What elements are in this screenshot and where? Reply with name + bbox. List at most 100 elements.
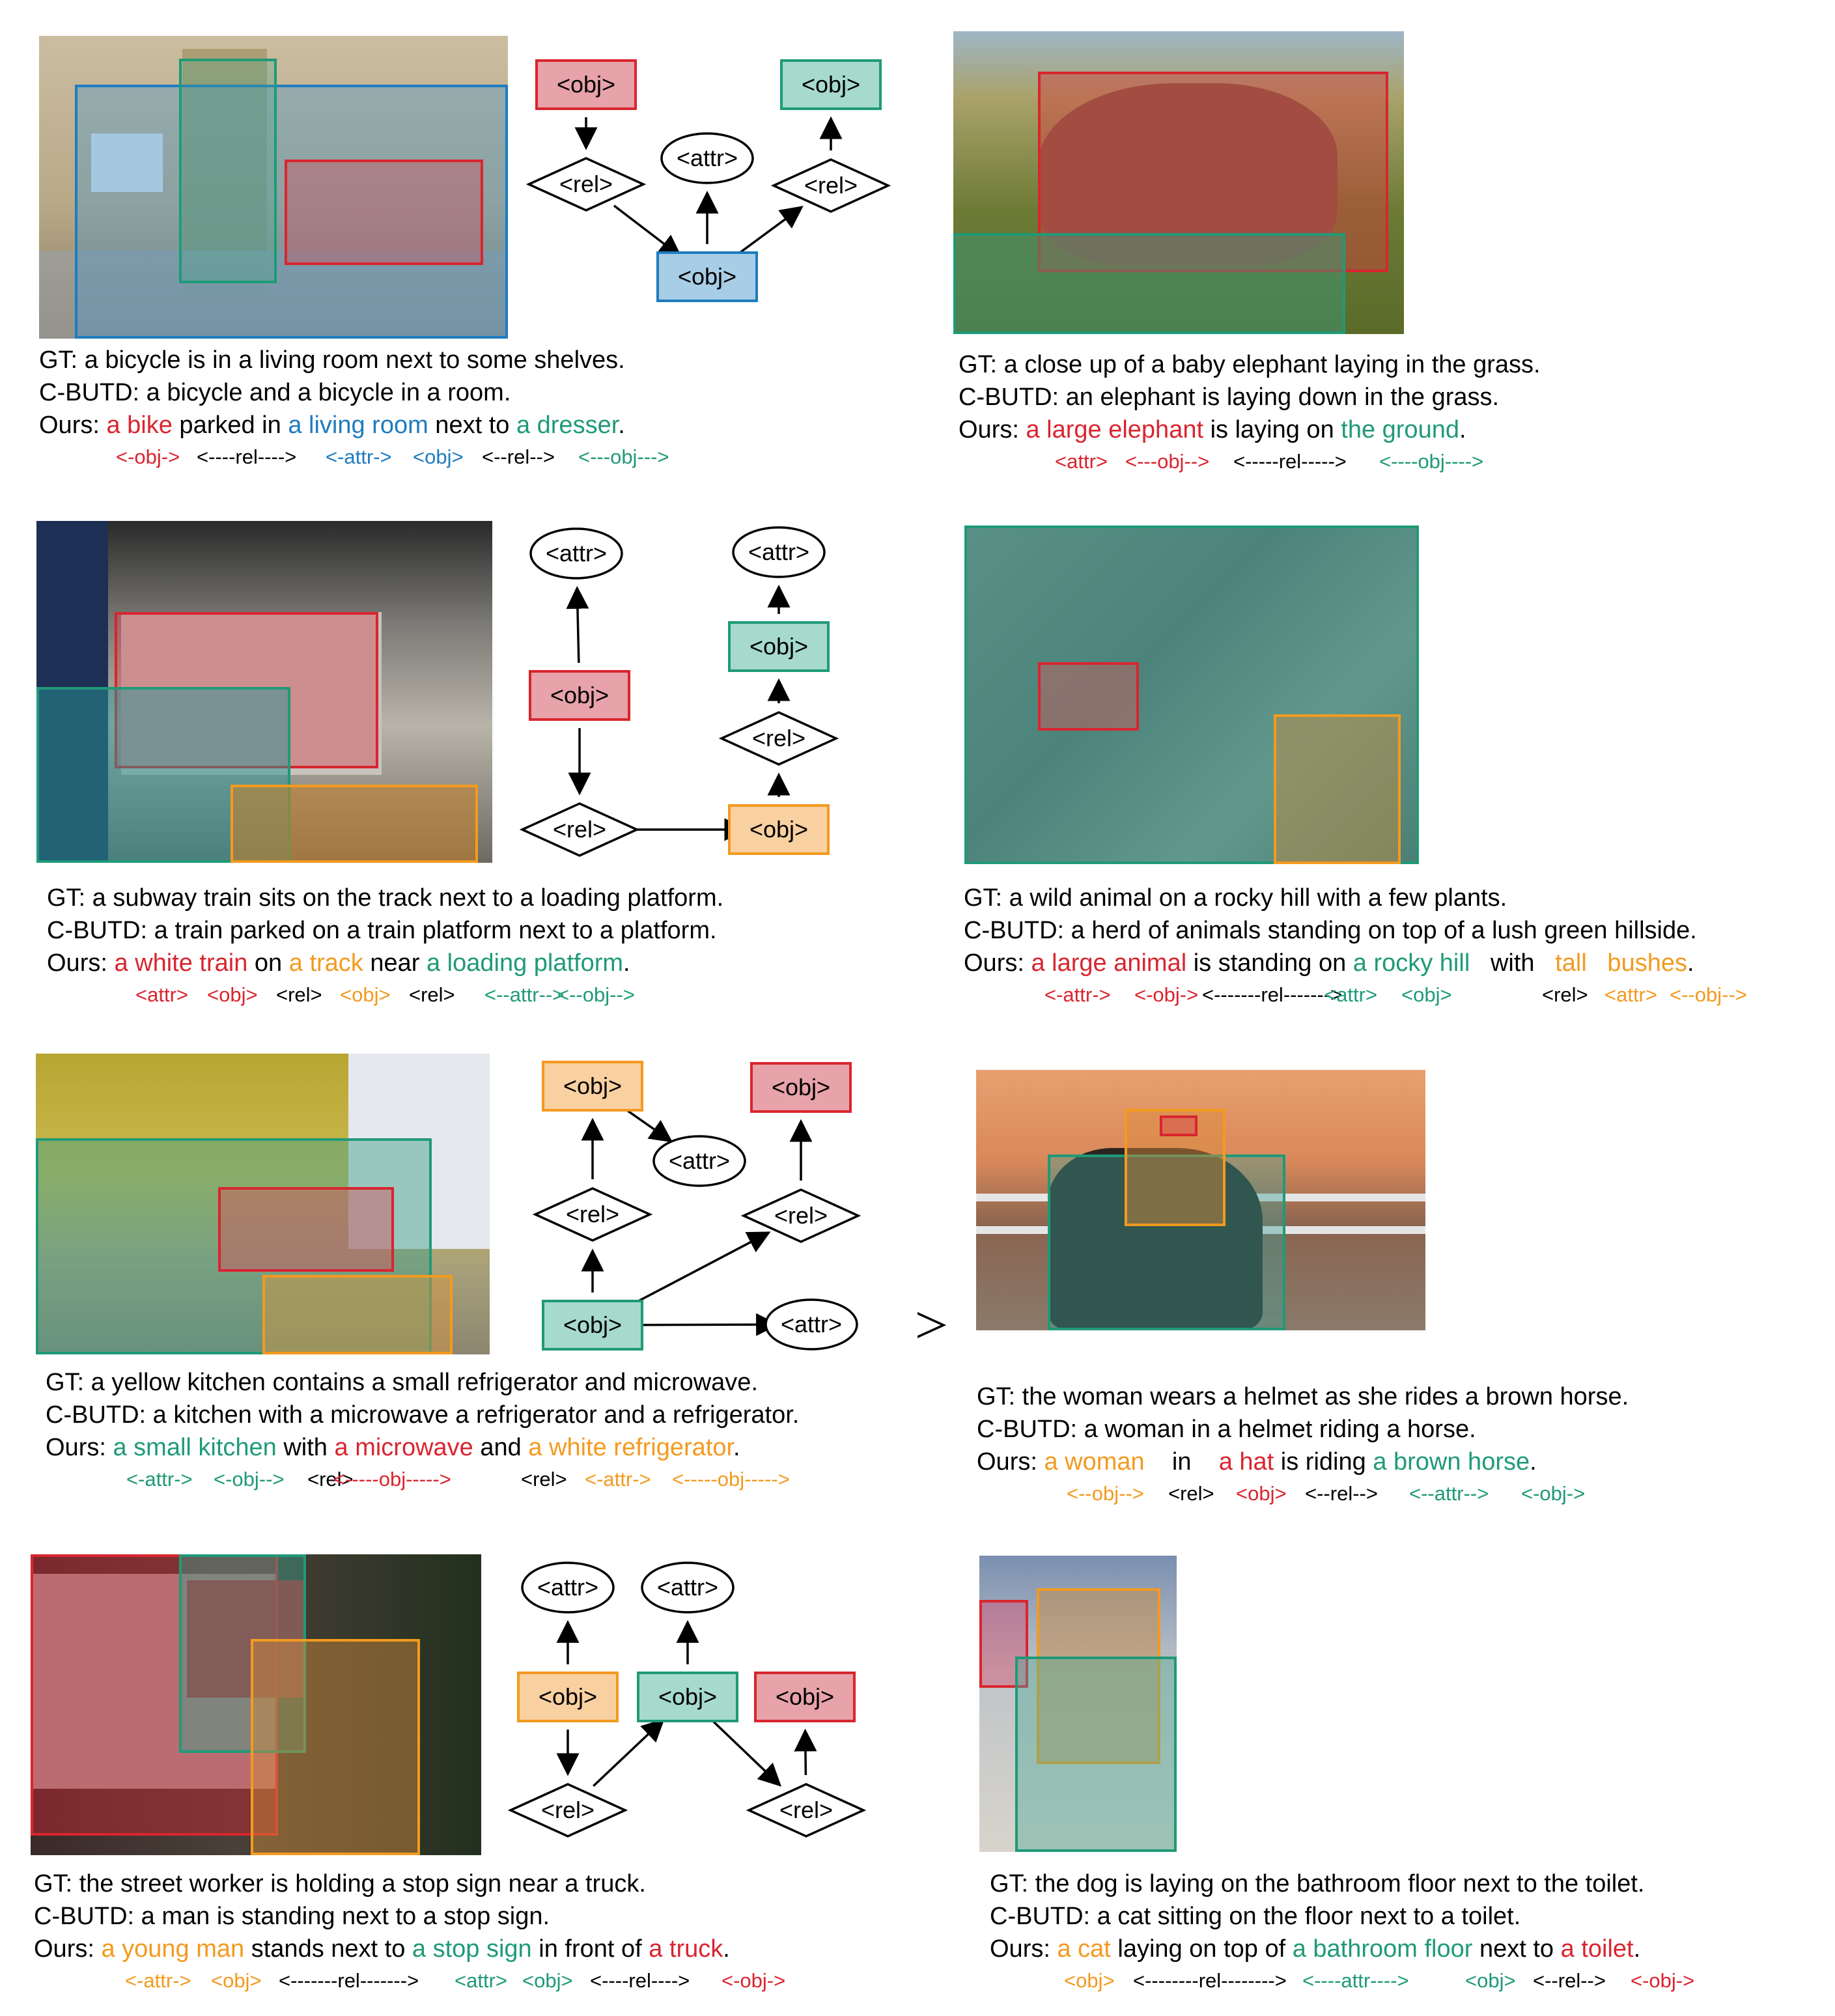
photo-kitchen <box>36 1054 490 1354</box>
token-tag: <-obj--> <box>214 1468 285 1491</box>
graph-node-shape <box>754 1672 856 1722</box>
photo-subway <box>36 521 492 863</box>
caption-gt: GT: a wild animal on a rocky hill with a… <box>964 884 1507 912</box>
caption-ours-span: a white refrigerator <box>528 1434 734 1461</box>
graph-node-shape <box>660 132 754 184</box>
graph-node-label: <attr> <box>537 1574 598 1601</box>
graph-node-shape <box>764 1298 858 1351</box>
scene-graph: <obj><rel><attr><obj><rel><obj> <box>525 59 891 302</box>
graph-node-shape <box>529 527 623 580</box>
caption-ours-span: a truck <box>649 1935 723 1963</box>
graph-node-label: <rel> <box>774 1202 828 1229</box>
graph-node-label: <obj> <box>772 1074 830 1100</box>
graph-node-shape <box>525 157 647 212</box>
graph-node-shape <box>519 802 640 857</box>
bbox-orange <box>1274 714 1401 864</box>
graph-node-attr: <attr> <box>521 1561 615 1614</box>
graph-node-obj: <obj> <box>542 1061 643 1112</box>
graph-node-shape <box>732 526 826 578</box>
photo-rocky-hill <box>964 525 1419 864</box>
graph-node-attr: <attr> <box>660 132 754 184</box>
graph-node-label: <attr> <box>669 1147 730 1174</box>
graph-node-shape <box>542 1300 643 1351</box>
token-tag: <-obj-> <box>721 1969 786 1992</box>
caption-ours-span: in <box>1144 1448 1219 1476</box>
caption-ours-span: Ours: <box>977 1448 1044 1476</box>
caption-cbutd: C-BUTD: an elephant is laying down in th… <box>959 384 1500 411</box>
token-tag: <obj> <box>1236 1482 1287 1505</box>
figure-panel-train: <attr><obj><rel><obj><rel><obj><attr> <box>0 504 918 1008</box>
graph-node-shape <box>535 59 637 110</box>
token-tag: <---obj---> <box>578 445 669 468</box>
caption-ours-span: next to <box>1472 1935 1561 1963</box>
caption-ours-span: a loading platform <box>426 949 624 977</box>
token-tag: <obj> <box>522 1969 573 1992</box>
figure-panel-bicycle: <obj><rel><attr><obj><rel><obj> <box>0 0 918 504</box>
token-tag: <--rel--> <box>1533 1969 1606 1992</box>
caption-gt: GT: a yellow kitchen contains a small re… <box>46 1369 759 1396</box>
figure-panel-rocky-hill: <attr><obj><rel><attr><obj><rel><attr><o… <box>918 504 1835 1008</box>
bbox-red <box>218 1187 394 1272</box>
caption-ours-span: a large animal <box>1031 949 1187 977</box>
graph-node-shape <box>641 1561 735 1614</box>
graph-node-label: <obj> <box>563 1072 622 1099</box>
graph-node-rel: <rel> <box>746 1783 867 1838</box>
caption-gt: GT: the woman wears a helmet as she ride… <box>977 1383 1629 1410</box>
bbox-red <box>979 1600 1028 1688</box>
graph-node-shape <box>770 158 891 213</box>
token-tag: <rel> <box>276 983 322 1006</box>
graph-node-obj: <obj> <box>542 1300 643 1351</box>
graph-node-label: <obj> <box>557 71 615 98</box>
token-tag: <--obj--> <box>1067 1482 1144 1505</box>
graph-node-label: <rel> <box>559 171 613 197</box>
graph-node-shape <box>740 1188 861 1243</box>
photo-street-worker <box>31 1554 481 1855</box>
caption-ours-span: . <box>723 1935 730 1963</box>
caption-ours: Ours: a large animal is standing on a ro… <box>964 947 1694 979</box>
caption-ours-span: parked in <box>172 412 288 439</box>
graph-node-label: <obj> <box>776 1683 834 1710</box>
token-tag: <obj> <box>413 445 464 468</box>
graph-node-rel: <rel> <box>718 711 839 766</box>
bbox-green <box>179 59 277 283</box>
caption-ours: Ours: a bike parked in a living room nex… <box>39 409 625 441</box>
caption-ours-span: is riding <box>1274 1448 1373 1476</box>
token-tag: <rel> <box>521 1468 567 1491</box>
photo-elephant <box>953 31 1404 334</box>
caption-ours: Ours: a large elephant is laying on the … <box>959 413 1466 446</box>
graph-node-label: <rel> <box>752 725 805 751</box>
token-tag: <rel> <box>1168 1482 1214 1505</box>
graph-node-attr: <attr> <box>652 1135 746 1187</box>
photo-bathroom <box>979 1556 1177 1852</box>
caption-ours: Ours: a cat laying on top of a bathroom … <box>990 1933 1640 1965</box>
graph-node-obj: <obj> <box>728 804 830 855</box>
bbox-red <box>1038 662 1139 731</box>
caption-ours: Ours: a young man stands next to a stop … <box>34 1933 730 1965</box>
photo-horse <box>976 1070 1425 1330</box>
caption-ours-span: a bike <box>106 412 173 439</box>
caption-cbutd: C-BUTD: a kitchen with a microwave a ref… <box>46 1401 800 1429</box>
figure-panel-elephant: <attr><obj><rel><obj> <box>918 0 1835 504</box>
caption-ours-span: a rocky hill <box>1352 949 1470 977</box>
graph-node-shape <box>652 1135 746 1187</box>
caption-ours-span: a microwave <box>334 1434 473 1461</box>
graph-node-obj: <obj> <box>535 59 637 110</box>
graph-node-attr: <attr> <box>764 1298 858 1351</box>
token-tag: <--rel--> <box>482 445 555 468</box>
token-tag: <-attr-> <box>125 1969 191 1992</box>
caption-ours-span: stands next to <box>244 1935 412 1963</box>
token-tag: <obj> <box>211 1969 262 1992</box>
token-tag: <-obj-> <box>1631 1969 1695 1992</box>
bbox-green <box>179 1554 306 1753</box>
graph-edge <box>625 1313 779 1336</box>
graph-node-shape <box>780 59 882 110</box>
token-tag: <-----rel-----> <box>1233 450 1347 473</box>
caption-ours-span: near <box>363 949 427 977</box>
figure-panel-horse: <attr><obj><obj><obj><rel><rel> <box>918 1008 1835 1512</box>
graph-node-rel: <rel> <box>507 1783 628 1838</box>
bbox-green <box>36 1138 432 1354</box>
caption-cbutd: C-BUTD: a cat sitting on the floor next … <box>990 1903 1521 1930</box>
bbox-orange <box>231 785 478 863</box>
caption-ours-span: a toilet <box>1560 1935 1634 1963</box>
token-tag: <--attr--> <box>1409 1482 1489 1505</box>
